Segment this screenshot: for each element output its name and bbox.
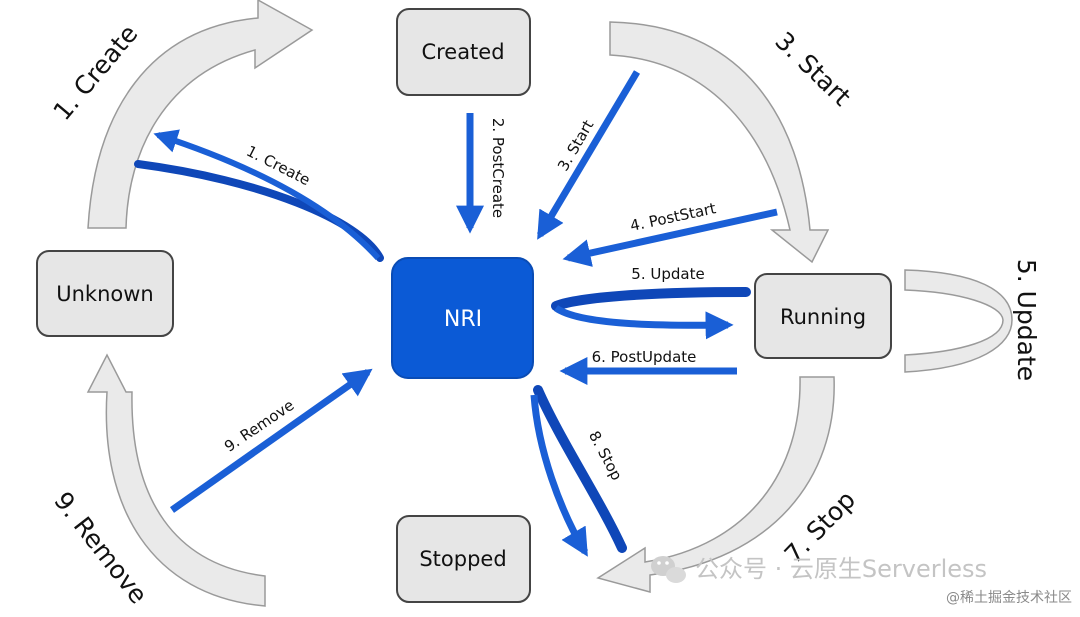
plugin-arrow-create-return [134, 160, 384, 262]
plugin-arrow-remove [169, 368, 373, 513]
watermark-text: 公众号 · 云原生Serverless [695, 555, 987, 583]
plugin-arrow-update [553, 305, 734, 340]
node-created-label: Created [421, 40, 504, 64]
lifecycle-arrow-stop [596, 376, 835, 593]
plugin-arrow-create [153, 129, 381, 261]
plugin-arrow-update-return [551, 287, 751, 311]
wechat-icon [651, 556, 686, 583]
node-stopped: Stopped [396, 515, 531, 603]
plugin-label-update: 5. Update [631, 265, 704, 283]
plugin-arrow-stop-return [533, 385, 627, 553]
node-nri-label: NRI [444, 307, 482, 332]
node-nri: NRI [391, 257, 534, 379]
lifecycle-label-start: 3. Start [769, 26, 856, 112]
node-unknown: Unknown [36, 250, 174, 337]
lifecycle-arrow-update [904, 269, 1013, 373]
lifecycle-label-update: 5. Update [1012, 259, 1041, 381]
node-running-label: Running [780, 305, 866, 329]
lifecycle-arrow-remove [86, 353, 266, 607]
plugin-arrow-start [536, 70, 641, 240]
plugin-label-post-create: 2. PostCreate [489, 118, 507, 218]
plugin-label-post-update: 6. PostUpdate [592, 348, 697, 366]
node-running: Running [754, 273, 892, 359]
watermark-corner-text: @稀土掘金技术社区 [946, 590, 1072, 606]
plugin-arrow-post-start [562, 208, 778, 267]
plugin-arrow-stop [530, 394, 589, 557]
node-created: Created [396, 8, 531, 96]
node-unknown-label: Unknown [56, 282, 153, 306]
plugin-label-stop: 8. Stop [585, 428, 626, 483]
node-stopped-label: Stopped [419, 547, 506, 571]
lifecycle-arrow-create [87, 0, 314, 229]
lifecycle-arrow-start [609, 21, 830, 264]
